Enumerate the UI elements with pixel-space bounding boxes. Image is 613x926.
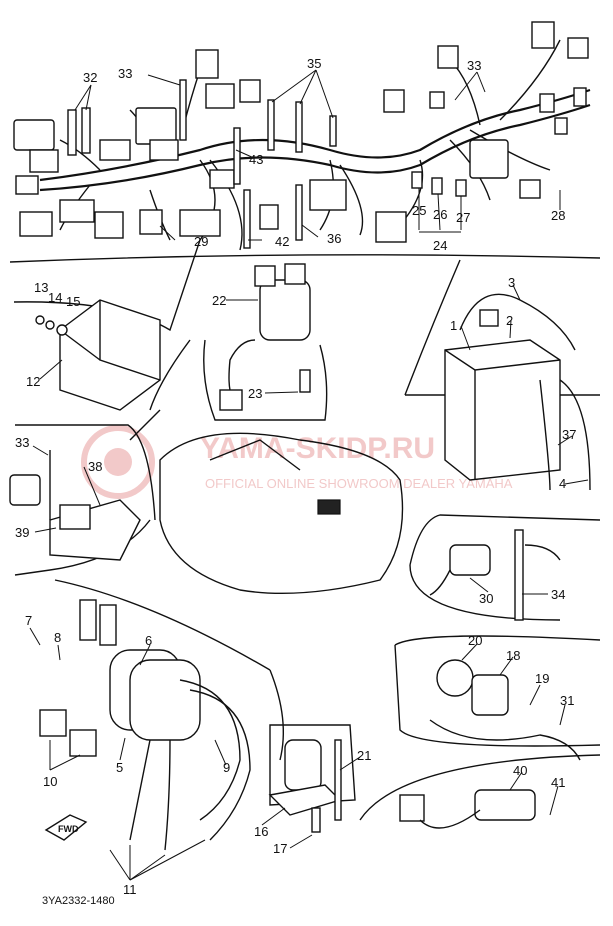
- callout-17: 17: [273, 841, 287, 856]
- callout-28: 28: [551, 208, 565, 223]
- relay-40: [399, 789, 536, 829]
- callout-22: 22: [212, 293, 226, 308]
- main-switch-22: [219, 263, 311, 411]
- callout-30: 30: [479, 591, 493, 606]
- leader-lines: [29, 69, 589, 881]
- callout-2: 2: [506, 313, 513, 328]
- callout-42: 42: [275, 234, 289, 249]
- callout-23: 23: [248, 386, 262, 401]
- callout-20: 20: [468, 633, 482, 648]
- section-dividers: [9, 239, 601, 821]
- callout-33-top-right: 33: [467, 58, 481, 73]
- callout-11: 11: [123, 882, 137, 897]
- callout-25: 25: [412, 203, 426, 218]
- callout-3: 3: [508, 275, 515, 290]
- sensor-30: [429, 529, 561, 621]
- fwd-arrow-icon: FWD: [44, 814, 88, 841]
- callout-18: 18: [506, 648, 520, 663]
- callout-41: 41: [551, 775, 565, 790]
- callout-14: 14: [48, 290, 62, 305]
- callout-26: 26: [433, 207, 447, 222]
- callout-37: 37: [562, 427, 576, 442]
- callout-7: 7: [25, 613, 32, 628]
- sensor-18: [429, 659, 581, 761]
- callout-13: 13: [34, 280, 48, 295]
- callout-39: 39: [15, 525, 29, 540]
- ignition-coils: [39, 599, 251, 851]
- callout-9: 9: [223, 760, 230, 775]
- frame-outline: [159, 432, 404, 595]
- callout-6: 6: [145, 633, 152, 648]
- fwd-label: FWD: [58, 824, 79, 834]
- control-unit-12: [35, 299, 161, 411]
- callout-1: 1: [450, 318, 457, 333]
- callout-32: 32: [83, 70, 97, 85]
- watermark-sub: OFFICIAL ONLINE SHOWROOM DEALER YAMAHA: [205, 476, 513, 491]
- battery-1: [444, 293, 591, 491]
- watermark: YAMA-SKIDP.RU OFFICIAL ONLINE SHOWROOM D…: [81, 425, 513, 499]
- callout-31: 31: [560, 693, 574, 708]
- callout-29: 29: [194, 234, 208, 249]
- callout-33-top-left: 33: [118, 66, 132, 81]
- callout-24: 24: [433, 238, 447, 253]
- callout-16: 16: [254, 824, 268, 839]
- callout-33-left: 33: [15, 435, 29, 450]
- callout-38: 38: [88, 459, 102, 474]
- callout-4: 4: [559, 476, 566, 491]
- flasher-16: [268, 739, 342, 833]
- wire-harness: [13, 21, 591, 251]
- callout-12: 12: [26, 374, 40, 389]
- callout-5: 5: [116, 760, 123, 775]
- callout-34: 34: [551, 587, 565, 602]
- callout-36: 36: [327, 231, 341, 246]
- callout-8: 8: [54, 630, 61, 645]
- callout-labels: 32 33 35 33 43 29 42 36 25 26 27 24 28 1…: [15, 56, 576, 907]
- callout-15: 15: [66, 294, 80, 309]
- watermark-main: YAMA-SKIDP.RU: [200, 432, 435, 465]
- callout-10: 10: [43, 774, 57, 789]
- callout-21: 21: [357, 748, 371, 763]
- diagram-code: 3YA2332-1480: [42, 895, 115, 907]
- callout-40: 40: [513, 763, 527, 778]
- callout-27: 27: [456, 210, 470, 225]
- callout-35: 35: [307, 56, 321, 71]
- callout-19: 19: [535, 671, 549, 686]
- relay-38: [9, 450, 141, 561]
- callout-43: 43: [249, 152, 263, 167]
